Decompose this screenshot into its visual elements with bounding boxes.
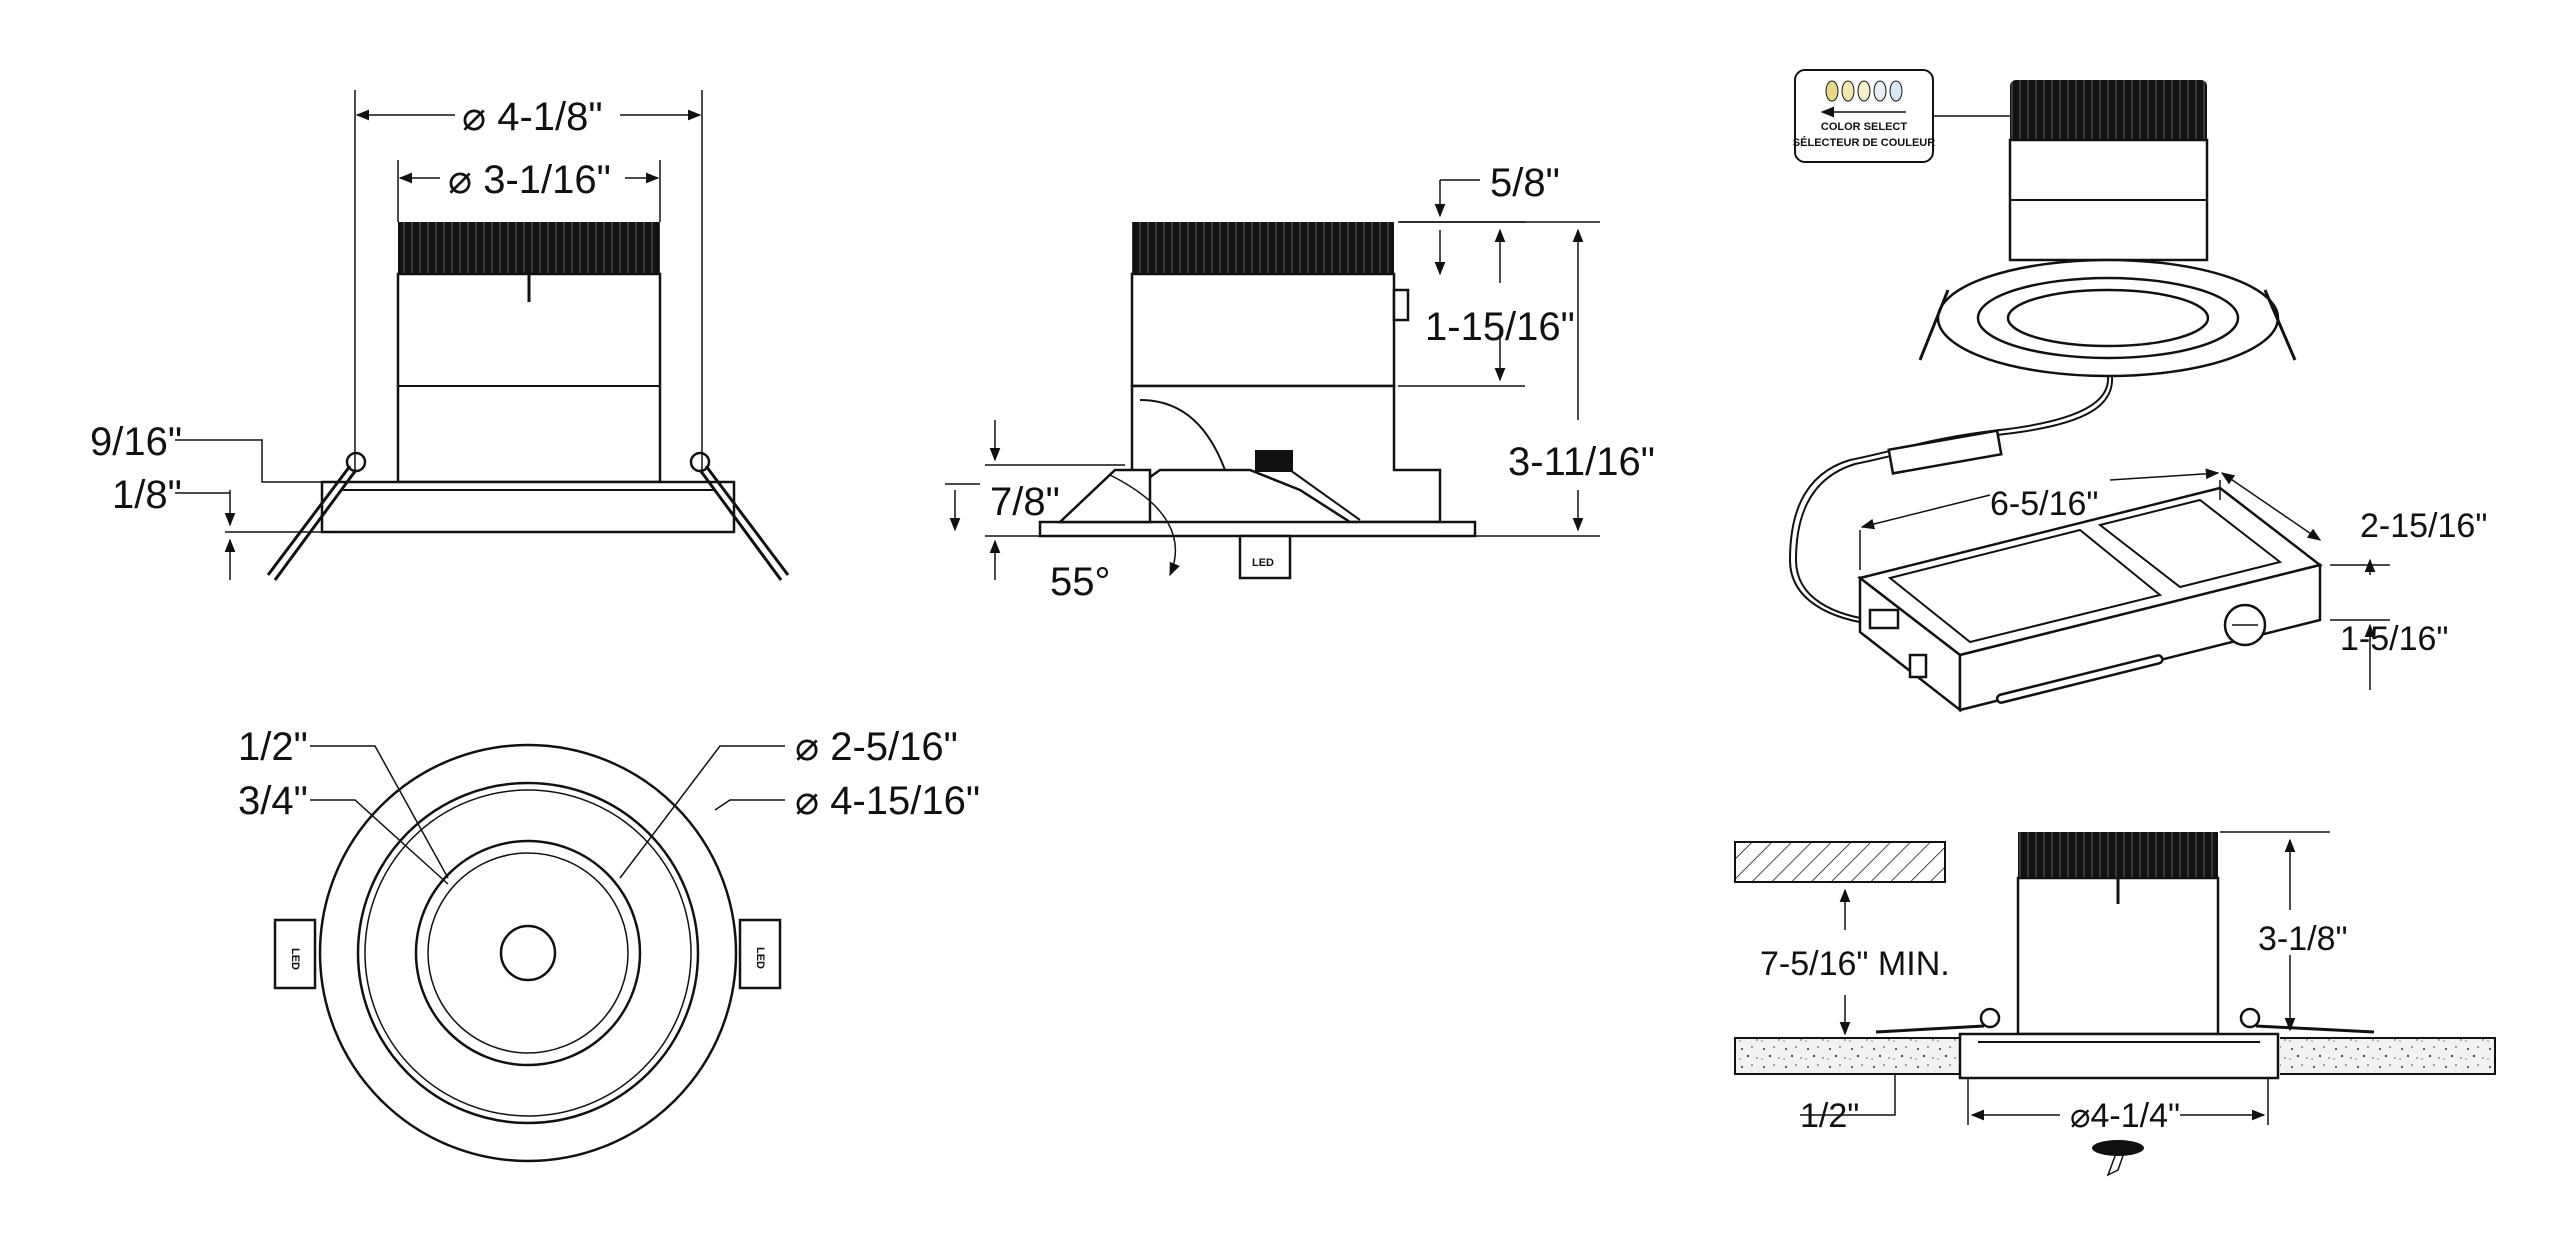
joist <box>1734 841 1946 883</box>
isometric-view: COLOR SELECT SÉLECTEUR DE COULEUR <box>1788 69 2487 713</box>
dim-offset-1: 1/2" <box>238 725 308 769</box>
dim-flange-height-2: 1/8" <box>112 473 182 517</box>
housing-body <box>396 272 662 484</box>
svg-text:COLOR SELECT: COLOR SELECT <box>1821 121 1907 133</box>
dim-cutout-diameter: ⌀4-1/4" <box>2070 1097 2180 1135</box>
dim-tilt-angle: 55° <box>1050 560 1111 604</box>
dim-total-height: 3-11/16" <box>1508 440 1655 484</box>
color-select-dots <box>1825 80 1903 102</box>
dim-top-ring: 5/8" <box>1490 161 1560 205</box>
dim-lens-diameter: ⌀ 2-5/16" <box>795 725 958 769</box>
dim-flange-height-1: 9/16" <box>90 420 182 464</box>
svg-text:LED: LED <box>1252 557 1274 569</box>
svg-text:LED: LED <box>289 948 301 970</box>
dim-offset-2: 3/4" <box>238 779 308 823</box>
junction-box <box>1857 486 2323 713</box>
dim-trim-diameter: ⌀ 4-15/16" <box>795 779 980 823</box>
dim-box-height: 1-5/16" <box>2340 620 2448 658</box>
svg-text:SÉLECTEUR DE COULEUR: SÉLECTEUR DE COULEUR <box>1793 136 1935 149</box>
spring-clip-left <box>266 451 367 581</box>
dim-inner-diameter: ⌀ 3-1/16" <box>448 158 611 202</box>
svg-text:LED: LED <box>754 947 766 969</box>
dim-box-width: 2-15/16" <box>2360 507 2487 545</box>
spring-clip-right <box>689 451 790 581</box>
dim-box-length: 6-5/16" <box>1990 485 2098 523</box>
dim-clearance: 7-5/16" MIN. <box>1760 945 1950 983</box>
bottom-view: LED LED 1/2" 3/4" ⌀ 2-5/16" ⌀ 4-15/16" <box>238 725 980 1163</box>
lens-center <box>499 924 557 982</box>
heatsink-fins <box>398 222 660 274</box>
installation-view: 7-5/16" MIN. 3-1/8" 1/2" ⌀4-1/4" <box>1734 831 2496 1177</box>
dim-upper-height: 1-15/16" <box>1425 305 1575 349</box>
side-view: LED 5/8" 1-15/16" 3-11/16" 7/8" 55° <box>945 161 1655 604</box>
side-housing-body <box>1130 272 1396 388</box>
dim-ceiling-thickness: 1/2" <box>1800 1097 1859 1135</box>
front-view: ⌀ 4-1/8" ⌀ 3-1/16" 9/16" 1/8" <box>90 90 790 581</box>
side-heatsink-fins <box>1132 222 1394 274</box>
dim-install-height: 3-1/8" <box>2258 920 2348 958</box>
dim-lower-height: 7/8" <box>990 480 1060 524</box>
dim-outer-diameter: ⌀ 4-1/8" <box>462 95 603 139</box>
